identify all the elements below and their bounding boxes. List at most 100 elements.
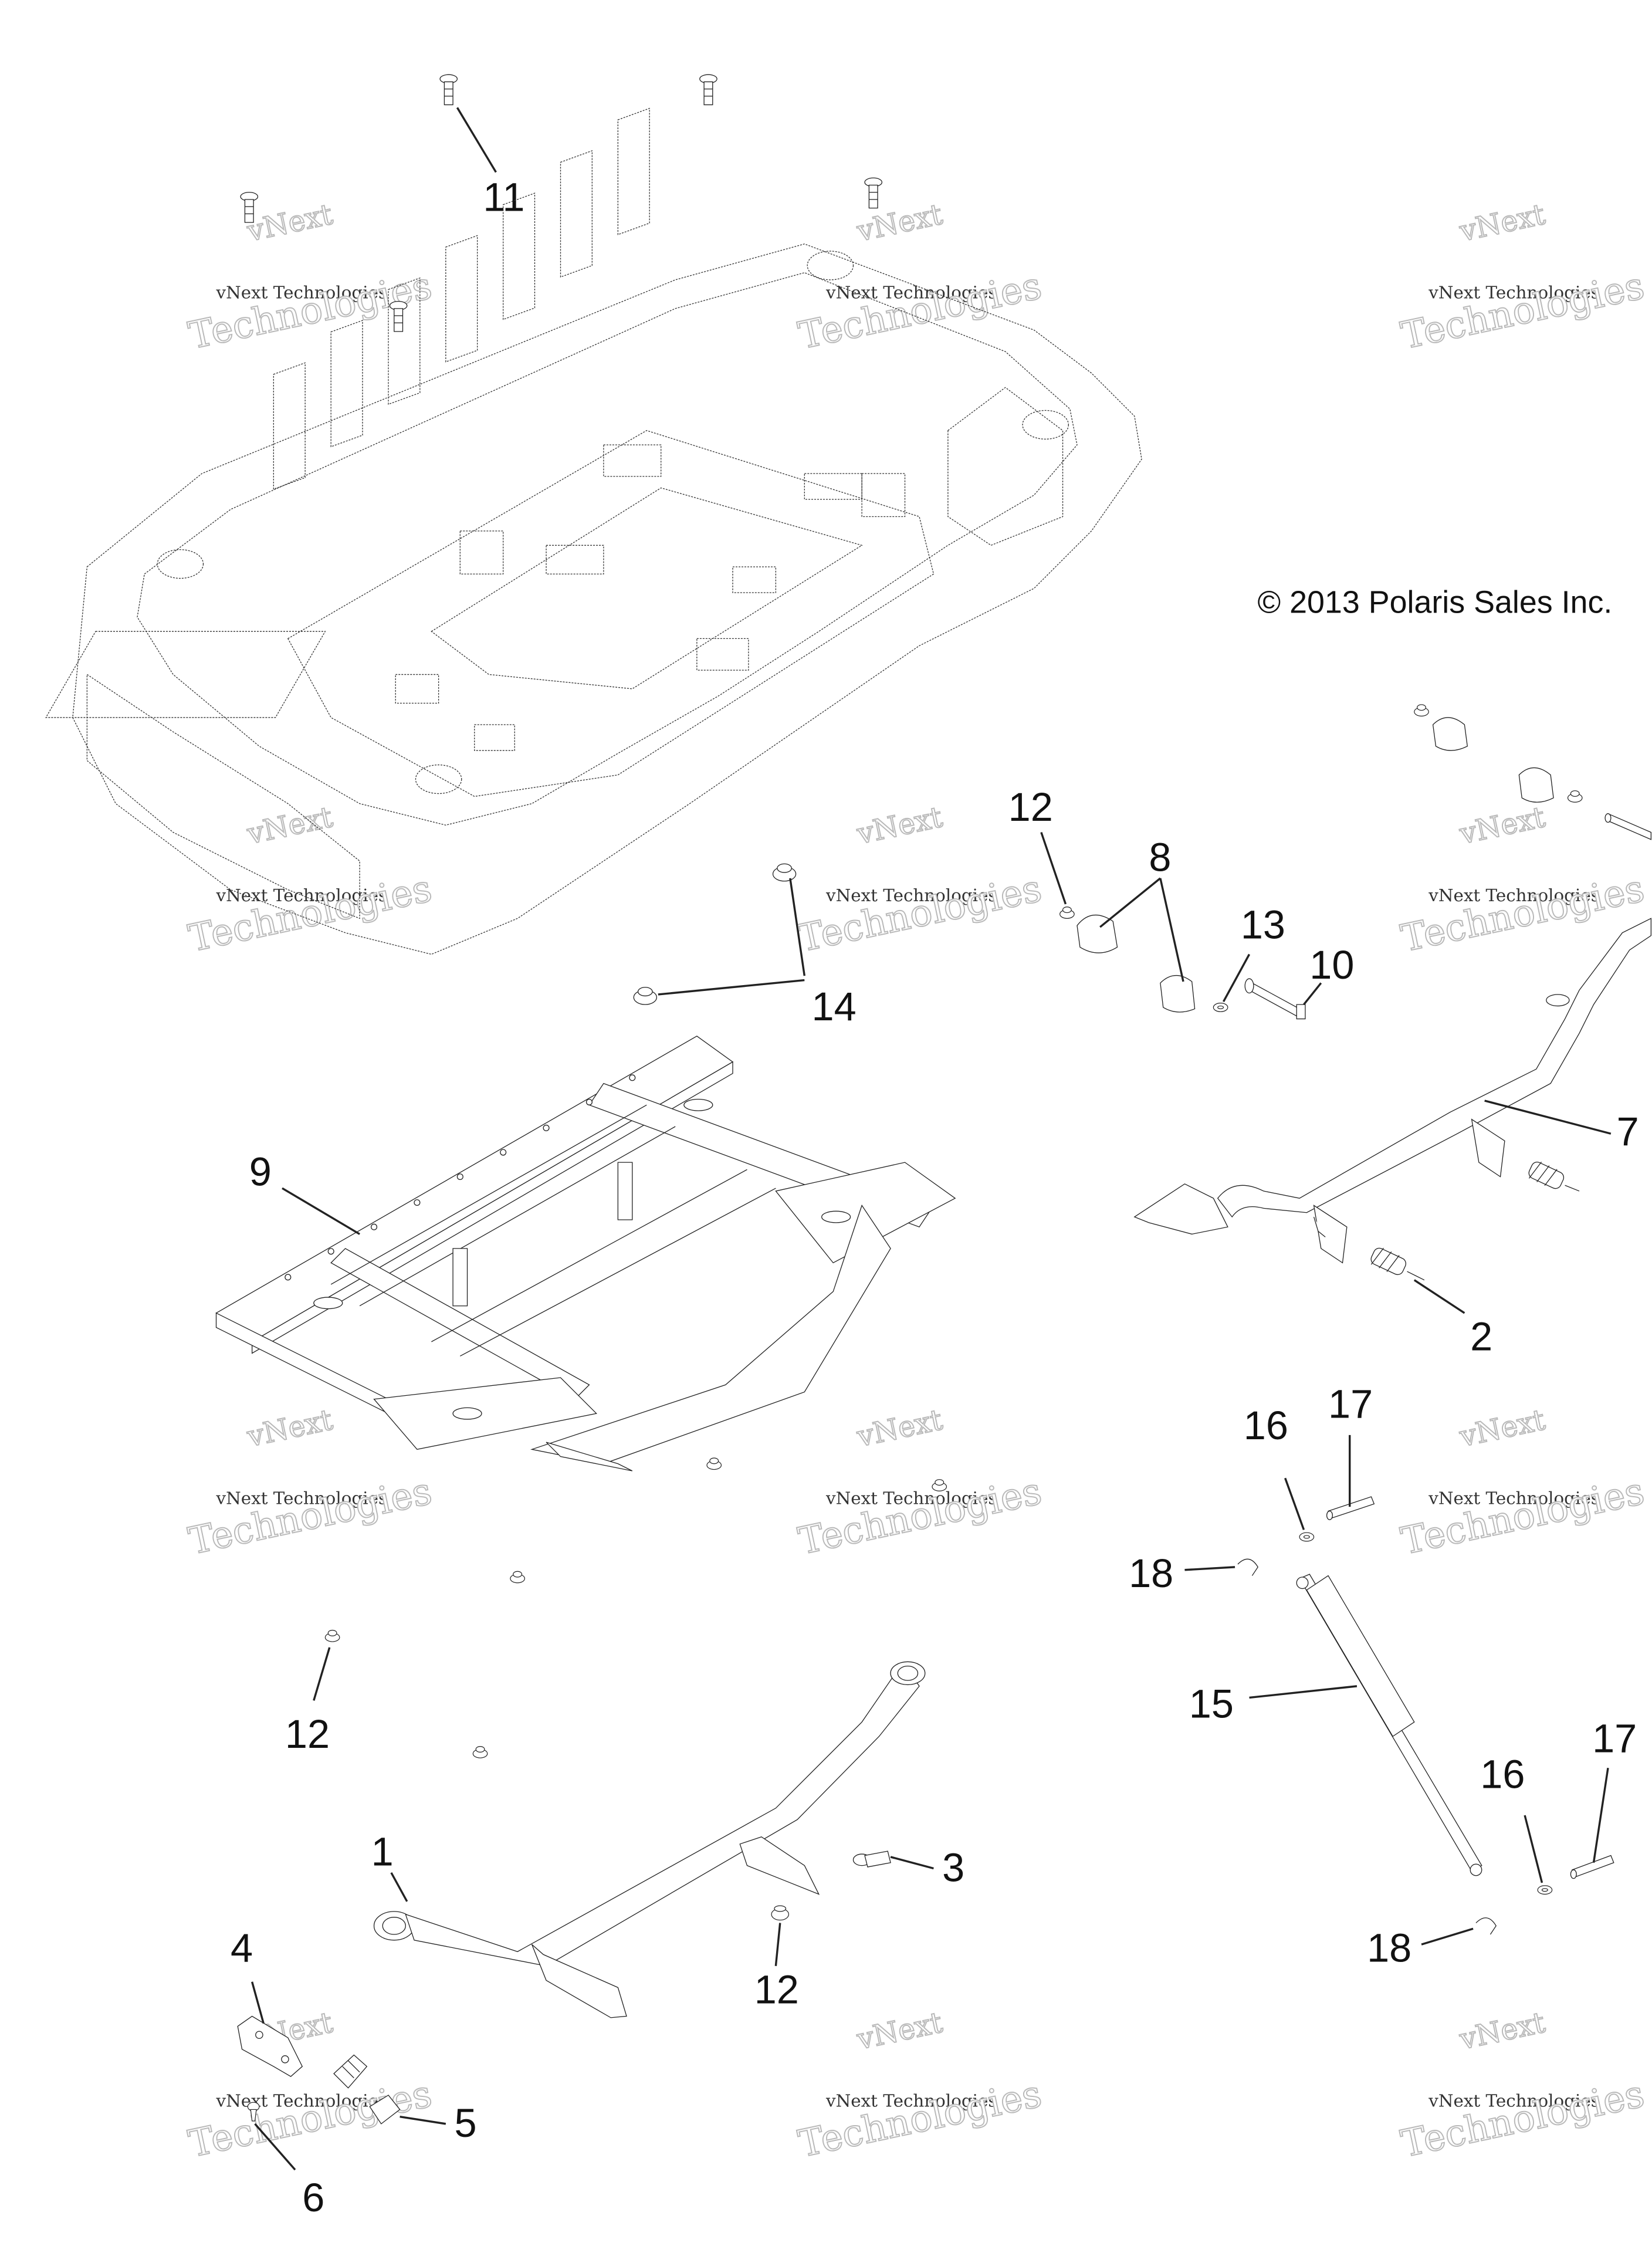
callout-12-top: 12 — [1008, 784, 1053, 830]
callout-12-left: 12 — [285, 1711, 330, 1757]
watermark-vnext: vNext — [1456, 198, 1548, 249]
fastener-part-5 — [334, 2055, 400, 2123]
nuts-group — [325, 705, 1582, 1920]
screw-icon — [700, 75, 717, 104]
watermark-vnext: vNext — [854, 800, 946, 851]
leader-line — [1223, 953, 1251, 1003]
clamp-icon — [1077, 915, 1117, 953]
bracket-part-4 — [238, 2016, 302, 2076]
watermark-company: vNext Technologies — [216, 1488, 387, 1508]
screw-icon — [865, 178, 882, 208]
leader-line — [1249, 1685, 1358, 1699]
leader-line — [251, 1981, 265, 2024]
callout-18-upper: 18 — [1129, 1551, 1173, 1596]
callout-16-lower: 16 — [1480, 1752, 1525, 1797]
pin-part-17 — [1327, 1497, 1375, 1520]
watermark-vnext: vNext — [1456, 2005, 1548, 2056]
nut-icon — [325, 1630, 339, 1642]
callout-8: 8 — [1149, 835, 1171, 880]
screw-icon — [241, 192, 258, 222]
nut-icon — [1568, 791, 1582, 803]
watermark-technologies: Technologies — [1397, 1469, 1648, 1563]
nut-icon — [473, 1747, 487, 1758]
nut-icon — [1414, 705, 1428, 716]
clip-part-18-lower — [1476, 1918, 1496, 1934]
callout-13: 13 — [1241, 902, 1285, 948]
leader-line — [789, 878, 806, 976]
callout-17-lower: 17 — [1592, 1716, 1637, 1761]
callout-15: 15 — [1189, 1682, 1234, 1727]
callout-16-upper: 16 — [1244, 1403, 1288, 1448]
leader-line — [456, 107, 497, 173]
watermark-company: vNext Technologies — [1428, 885, 1600, 905]
leader-line — [1484, 1100, 1612, 1135]
watermark-vnext: vNext — [1456, 800, 1548, 851]
gas-strut-part-15 — [1296, 1574, 1482, 1876]
watermark-technologies: Technologies — [795, 2072, 1045, 2166]
pin-part-10 — [1245, 979, 1305, 1019]
callout-3: 3 — [942, 1845, 964, 1890]
screws-part-11 — [241, 75, 882, 331]
frame-part-9 — [216, 1036, 956, 1471]
spring-icon — [1527, 1160, 1579, 1191]
leader-line — [400, 2115, 446, 2125]
leader-line — [1040, 832, 1067, 905]
pin-part-17-lower — [1570, 1855, 1613, 1878]
leader-line — [1413, 1279, 1465, 1314]
leader-line — [1303, 982, 1322, 1006]
leader-line — [254, 2123, 296, 2171]
leader-line — [774, 1923, 781, 1966]
watermark-technologies: Technologies — [795, 263, 1045, 357]
grommets-part-14 — [634, 864, 795, 1004]
watermark-vnext: vNext — [854, 198, 946, 249]
clamps-part-8 — [1077, 718, 1553, 1012]
watermark-vnext: vNext — [854, 2005, 946, 2056]
nut-icon — [707, 1458, 721, 1470]
watermark-company: vNext Technologies — [216, 2091, 387, 2111]
nut-icon — [771, 1906, 788, 1920]
leader-line — [1284, 1477, 1305, 1530]
springs-part-2 — [1369, 1160, 1579, 1280]
leader-line — [658, 979, 805, 996]
leader-line — [1524, 1815, 1543, 1883]
watermark-vnext: vNext — [244, 1403, 336, 1454]
watermark-company: vNext Technologies — [1428, 1488, 1600, 1508]
watermark-technologies: Technologies — [795, 867, 1045, 960]
latch-bar-part-7 — [1135, 918, 1651, 1263]
callout-4: 4 — [231, 1925, 253, 1970]
watermark-technologies: Technologies — [1397, 2072, 1648, 2166]
leader-line — [390, 1872, 408, 1902]
callout-10: 10 — [1309, 942, 1354, 987]
bolt-part-3 — [853, 1851, 891, 1867]
leader-line — [1099, 877, 1161, 928]
watermark-vnext: vNext — [244, 198, 336, 249]
watermark-vnext: vNext — [1456, 1403, 1548, 1454]
watermark-technologies: Technologies — [1397, 263, 1648, 357]
watermark-company: vNext Technologies — [216, 885, 387, 905]
watermark-company: vNext Technologies — [825, 283, 997, 303]
screw-icon — [440, 75, 457, 104]
clamp-icon — [1433, 718, 1468, 750]
nut-icon — [1060, 907, 1074, 919]
callout-11: 11 — [483, 175, 524, 220]
watermark-company: vNext Technologies — [825, 2091, 997, 2111]
watermark-vnext: vNext — [244, 800, 336, 851]
watermark-company: vNext Technologies — [825, 885, 997, 905]
callout-2: 2 — [1470, 1314, 1492, 1359]
latch-bar-part-1 — [374, 1662, 925, 2018]
callout-9: 9 — [249, 1149, 272, 1194]
nut-icon — [510, 1571, 524, 1583]
watermark-company: vNext Technologies — [216, 283, 387, 303]
watermark-technologies: Technologies — [185, 1469, 435, 1563]
rod-part — [1605, 814, 1651, 840]
watermark-technologies: Technologies — [185, 867, 435, 960]
leader-line — [1592, 1768, 1609, 1863]
grommet-icon — [634, 987, 656, 1004]
callout-1: 1 — [371, 1829, 394, 1875]
watermark-vnext: vNext — [854, 1403, 946, 1454]
callout-5: 5 — [455, 2100, 477, 2146]
washer-part-13 — [1213, 1003, 1227, 1012]
watermark-company: vNext Technologies — [1428, 2091, 1600, 2111]
callout-14: 14 — [812, 984, 857, 1029]
